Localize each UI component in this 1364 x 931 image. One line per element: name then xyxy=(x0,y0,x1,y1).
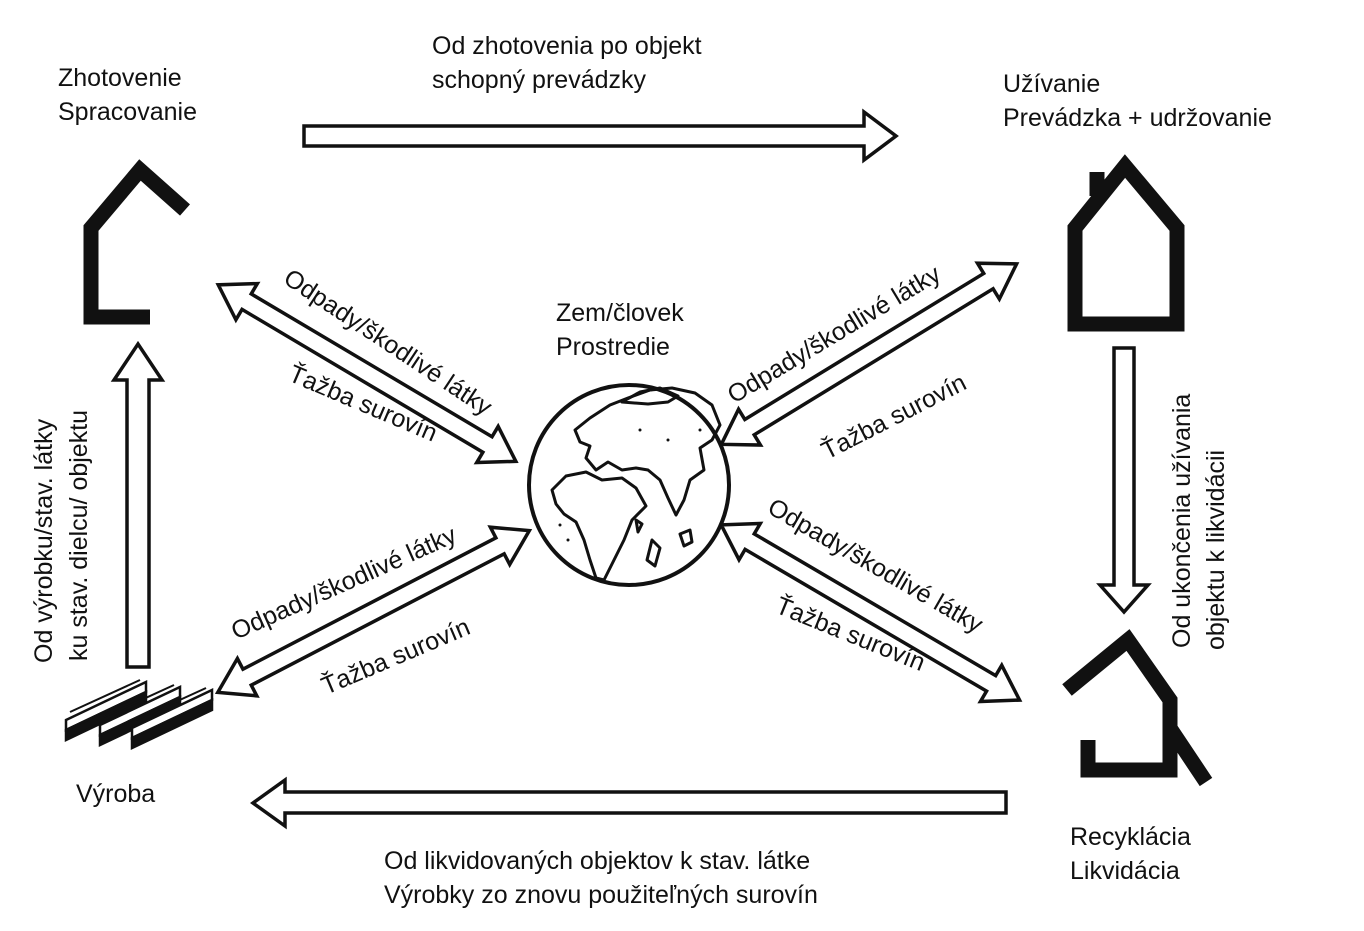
flow-right-line1: Od ukončenia užívania xyxy=(1168,394,1196,648)
flow-top-line1: Od zhotovenia po objekt xyxy=(432,32,702,60)
stage-making-line1: Zhotovenie xyxy=(58,64,182,92)
demolished-building-icon xyxy=(1062,629,1213,787)
flow-arrow-top xyxy=(302,108,899,164)
center-label-line1: Zem/človek xyxy=(556,299,684,327)
flow-bottom-line2: Výrobky zo znovu použiteľných surovín xyxy=(384,881,818,909)
stage-use-line1: Užívanie xyxy=(1003,70,1100,98)
flow-right-line2: objektu k likvidácii xyxy=(1202,450,1230,650)
stage-production-label: Výroba xyxy=(76,780,155,808)
flow-top-line2: schopný prevádzky xyxy=(432,66,647,94)
flow-left-line1: Od výrobku/stav. látky xyxy=(30,418,58,663)
stage-recycle-line1: Recyklácia xyxy=(1070,823,1191,851)
double-arrow-top-right xyxy=(718,261,1020,447)
double-arrow-bottom-left xyxy=(214,525,533,698)
flow-arrow-left xyxy=(110,340,166,669)
stage-recycle-line2: Likvidácia xyxy=(1070,857,1180,885)
center-label-line2: Prostredie xyxy=(556,333,670,361)
building-under-construction-icon xyxy=(83,159,190,325)
stage-making-line2: Spracovanie xyxy=(58,98,197,126)
building-material-bars-icon xyxy=(64,679,214,750)
flow-left-line2: ku stav. dielcu/ objektu xyxy=(65,410,93,661)
double-arrow-bottom-right xyxy=(718,521,1023,704)
double-arrow-top-left xyxy=(215,281,519,465)
flow-arrow-right xyxy=(1096,346,1152,615)
stage-use-line2: Prevádzka + udržovanie xyxy=(1003,104,1272,132)
flow-bottom-line1: Od likvidovaných objektov k stav. látke xyxy=(384,847,810,875)
flow-arrow-bottom xyxy=(250,776,1008,830)
house-icon xyxy=(1067,154,1185,332)
globe-icon xyxy=(527,383,731,587)
